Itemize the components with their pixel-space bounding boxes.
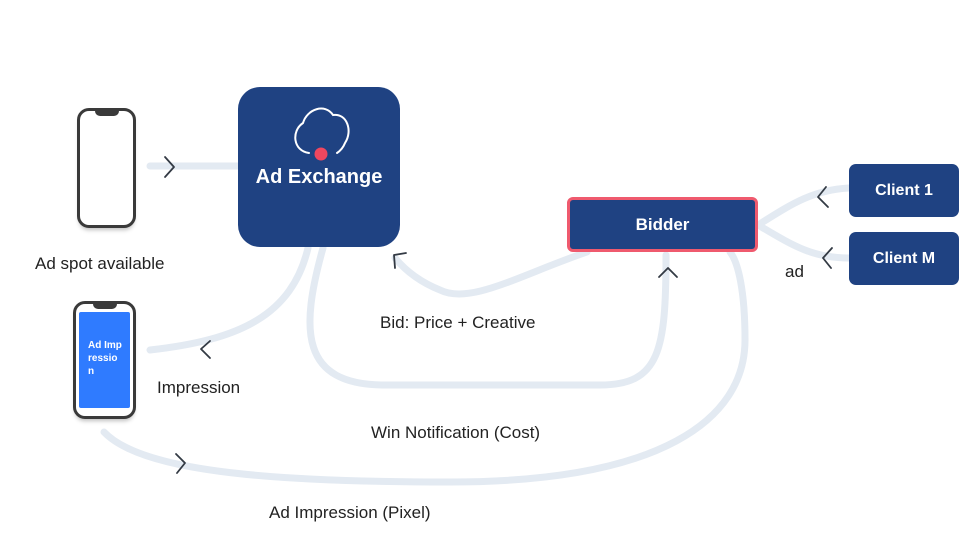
phone-notch xyxy=(94,111,119,116)
chevron-icon xyxy=(658,267,678,278)
chevron-icon xyxy=(200,340,211,359)
phone-impression: Ad Impression xyxy=(73,301,136,419)
bidder-node: Bidder xyxy=(567,197,758,252)
flow-bid-response xyxy=(391,248,591,298)
client-1-label: Client 1 xyxy=(875,181,933,199)
flow-client-m-to-bidder xyxy=(754,221,853,262)
phone-ad-spot xyxy=(77,108,136,228)
label-win-notification: Win Notification (Cost) xyxy=(371,423,541,442)
label-ad-spot-available: Ad spot available xyxy=(35,254,165,273)
client-1-node: Client 1 xyxy=(849,164,959,217)
bidder-label: Bidder xyxy=(635,214,690,234)
phone-screen: Ad Impression xyxy=(79,312,130,408)
chevron-icon xyxy=(822,247,833,269)
label-bid: Bid: Price + Creative xyxy=(380,313,536,332)
chevron-icon xyxy=(817,186,829,208)
label-ad: ad xyxy=(785,262,804,281)
flow-win-notification xyxy=(306,244,670,389)
chevron-icon xyxy=(175,453,186,474)
phone-notch xyxy=(92,304,117,309)
flow-exchange-to-impression xyxy=(146,244,312,354)
label-ad-impression-pixel: Ad Impression (Pixel) xyxy=(269,503,431,522)
phone-screen-text: Ad Impression xyxy=(88,340,122,377)
client-m-label: Client M xyxy=(872,249,936,267)
cloud-icon xyxy=(294,107,350,161)
flow-ad-impression-pixel xyxy=(100,248,749,486)
chevron-icon xyxy=(393,252,407,269)
chevron-icon xyxy=(164,156,175,178)
label-impression: Impression xyxy=(157,378,241,397)
ad-exchange-node: Ad Exchange xyxy=(238,87,400,247)
flow-client-1-to-bidder xyxy=(754,184,853,229)
ad-exchange-label: Ad Exchange xyxy=(255,166,383,188)
client-m-node: Client M xyxy=(849,232,959,285)
